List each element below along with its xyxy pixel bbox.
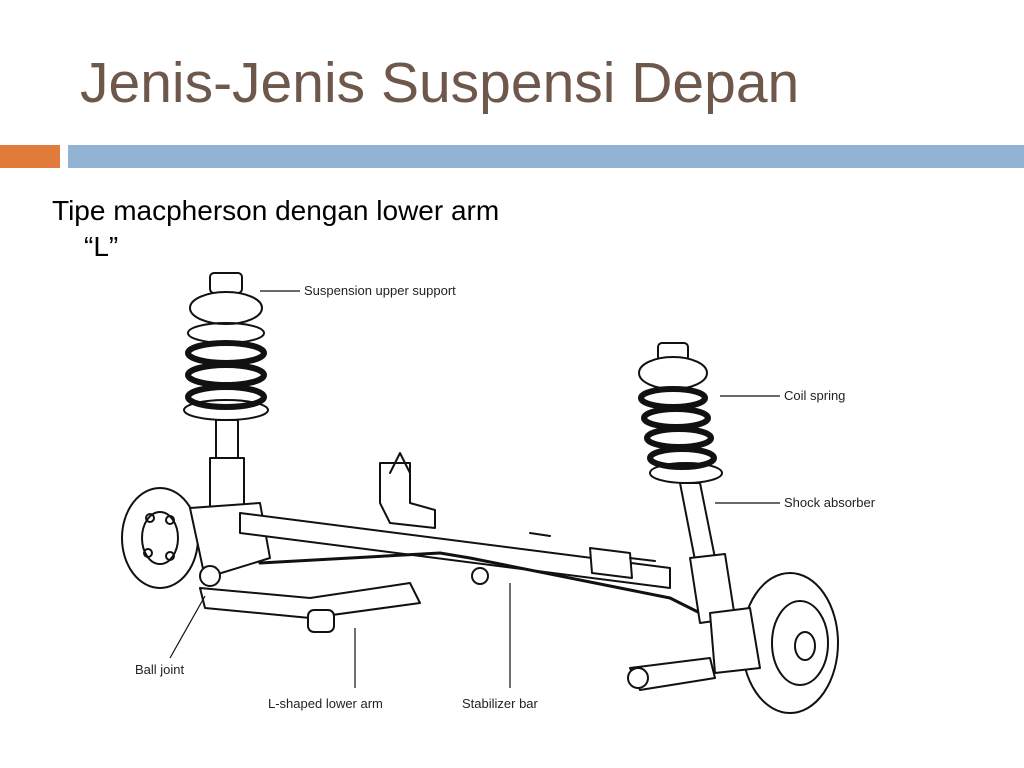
steering-rack	[239, 452, 671, 589]
title-divider-bar	[68, 145, 1024, 168]
stabilizer-bar	[258, 551, 712, 620]
label-upper-support: Suspension upper support	[304, 283, 456, 298]
left-lower-arm	[199, 565, 421, 633]
suspension-diagram: Suspension upper support Coil spring Sho…	[110, 258, 910, 738]
label-lower-arm: L-shaped lower arm	[268, 696, 383, 711]
right-brake-disc	[709, 572, 839, 714]
left-hub	[121, 487, 271, 589]
left-strut	[183, 272, 269, 529]
label-stabilizer-bar: Stabilizer bar	[462, 696, 539, 711]
bullet-line-1: Tipe macpherson dengan lower arm	[52, 195, 500, 226]
bullet-line-2: “L”	[84, 231, 119, 262]
label-ball-joint: Ball joint	[135, 662, 185, 677]
right-lower-arm	[627, 657, 716, 691]
title-accent-bar	[0, 145, 60, 168]
slide-title: Jenis-Jenis Suspensi Depan	[80, 51, 800, 115]
bullet-text: Tipe macpherson dengan lower arm “L”	[52, 193, 499, 265]
label-coil-spring: Coil spring	[784, 388, 845, 403]
right-strut	[638, 342, 736, 624]
label-shock-absorber: Shock absorber	[784, 495, 876, 510]
